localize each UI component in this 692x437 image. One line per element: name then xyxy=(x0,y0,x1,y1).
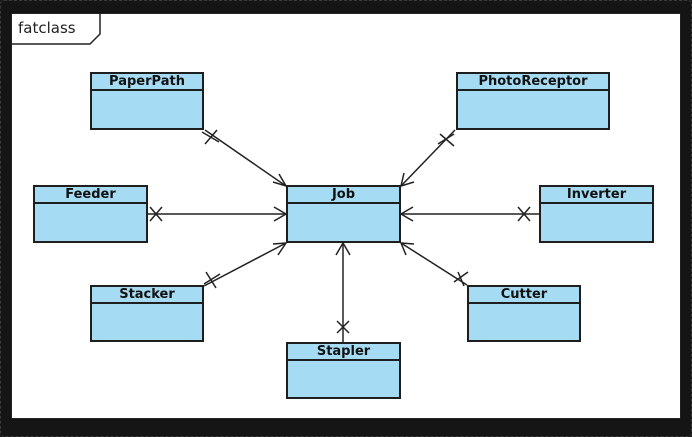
class-body xyxy=(92,91,202,128)
class-inverter[interactable]: Inverter xyxy=(539,185,654,243)
class-name: Stacker xyxy=(92,287,202,304)
class-name: Feeder xyxy=(35,187,146,204)
class-body xyxy=(92,304,202,340)
class-name: Stapler xyxy=(288,344,399,361)
link-photoreceptor-job xyxy=(399,129,456,188)
link-stacker-job xyxy=(203,242,288,289)
class-job[interactable]: Job xyxy=(286,185,401,243)
class-body xyxy=(288,361,399,397)
class-name: PaperPath xyxy=(92,74,202,91)
class-feeder[interactable]: Feeder xyxy=(33,185,148,243)
frame-label: fatclass xyxy=(18,19,76,37)
class-cutter[interactable]: Cutter xyxy=(467,285,581,342)
class-paperpath[interactable]: PaperPath xyxy=(90,72,204,130)
class-photoreceptor[interactable]: PhotoReceptor xyxy=(456,72,610,130)
class-body xyxy=(35,204,146,241)
class-name: PhotoReceptor xyxy=(458,74,608,91)
class-name: Inverter xyxy=(541,187,652,204)
frame-tab xyxy=(12,14,101,45)
class-name: Cutter xyxy=(469,287,579,304)
class-stapler[interactable]: Stapler xyxy=(286,342,401,399)
diagram-canvas: fatclass xyxy=(11,13,681,419)
link-cutter-job xyxy=(399,242,469,287)
association-links xyxy=(148,129,539,342)
class-body xyxy=(458,91,608,128)
class-body xyxy=(288,204,399,241)
class-body xyxy=(541,204,652,241)
link-inverter-job xyxy=(399,206,539,222)
class-name: Job xyxy=(288,187,399,204)
link-feeder-job xyxy=(148,206,288,222)
class-body xyxy=(469,304,579,340)
link-paperpath-job xyxy=(201,129,288,188)
class-stacker[interactable]: Stacker xyxy=(90,285,204,342)
link-stapler-job xyxy=(335,241,351,342)
